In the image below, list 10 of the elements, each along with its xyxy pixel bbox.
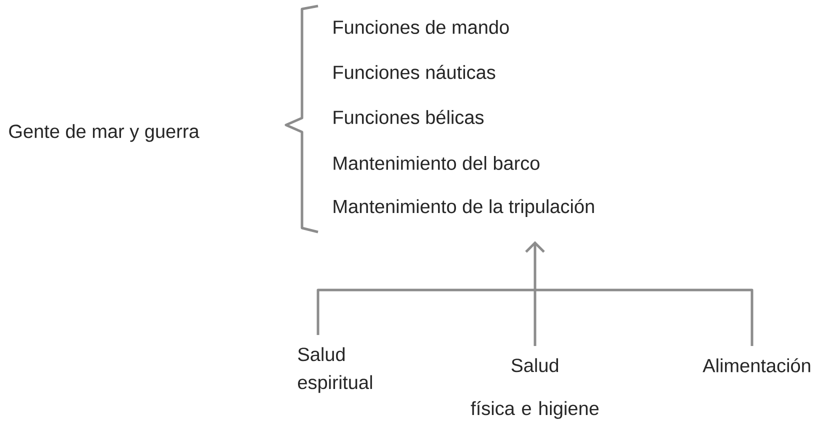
- node-label: Gente de mar y guerra: [9, 124, 200, 142]
- node-label: Funciones bélicas: [334, 110, 484, 124]
- node-label: Salud física e higiene: [470, 358, 599, 419]
- node-label: Alimentación: [702, 358, 810, 372]
- node-label: Salud espiritual: [298, 347, 372, 393]
- arrow: [316, 241, 754, 348]
- node-label: Funciones de mando: [334, 20, 509, 34]
- node-label: Funciones náuticas: [334, 64, 496, 80]
- node-label: Mantenimiento del barco: [334, 156, 540, 170]
- node-label: Mantenimiento de la tripulación: [334, 199, 594, 217]
